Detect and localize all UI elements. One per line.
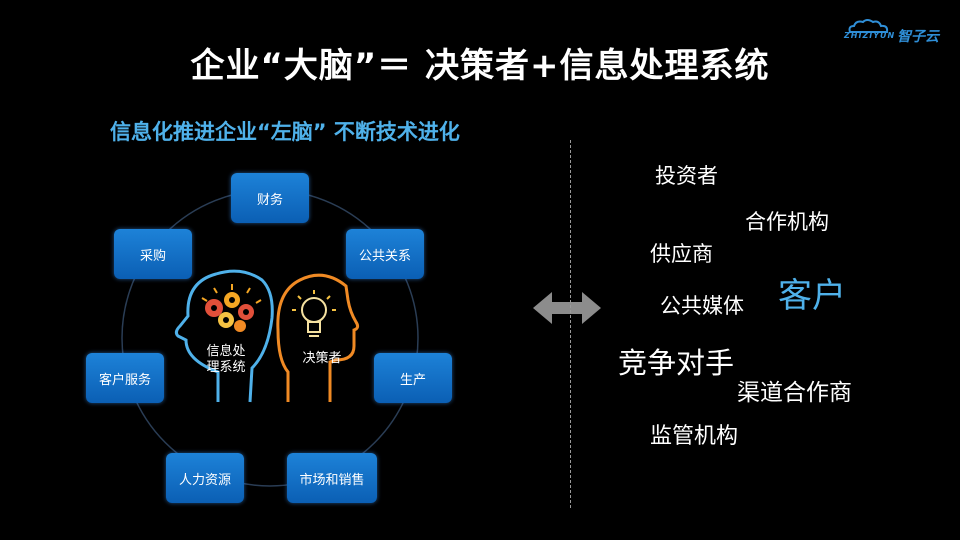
word-investor: 投资者 (655, 164, 718, 188)
page-title: 企业“大脑”＝ 决策者+信息处理系统 (190, 46, 770, 86)
double-arrow-icon (533, 292, 601, 324)
word-channel-partner: 渠道合作商 (737, 380, 852, 406)
cloud-icon (848, 19, 889, 33)
left-head-icon (174, 269, 274, 403)
word-supplier: 供应商 (650, 242, 713, 266)
subtitle: 信息化推进企业“左脑” 不断技术进化 (110, 120, 460, 144)
left-head-label-line1: 信息处 (206, 344, 246, 359)
node-hr: 人力资源 (166, 453, 244, 503)
right-head-icon (276, 273, 360, 402)
logo: ZHIZIYUN 智子云 (842, 18, 942, 45)
node-production: 生产 (374, 353, 452, 403)
node-purchase: 采购 (114, 229, 192, 279)
word-partner-org: 合作机构 (745, 210, 829, 234)
logo-cn: 智子云 (897, 29, 939, 45)
word-competitor: 竞争对手 (618, 346, 735, 380)
logo-text: ZHIZIYUN (844, 31, 896, 40)
word-customer: 客户 (778, 276, 846, 316)
right-head-label: 决策者 (302, 351, 342, 366)
left-head-label-line2: 理系统 (206, 360, 246, 375)
node-public-relations: 公共关系 (346, 229, 424, 279)
left-head-label: 信息处 理系统 (198, 344, 254, 376)
node-finance: 财务 (231, 173, 309, 223)
word-regulator: 监管机构 (650, 424, 739, 449)
node-customer-service: 客户服务 (86, 353, 164, 403)
node-marketing: 市场和销售 (287, 453, 377, 503)
word-public-media: 公共媒体 (660, 294, 744, 318)
dashed-divider (570, 140, 571, 508)
